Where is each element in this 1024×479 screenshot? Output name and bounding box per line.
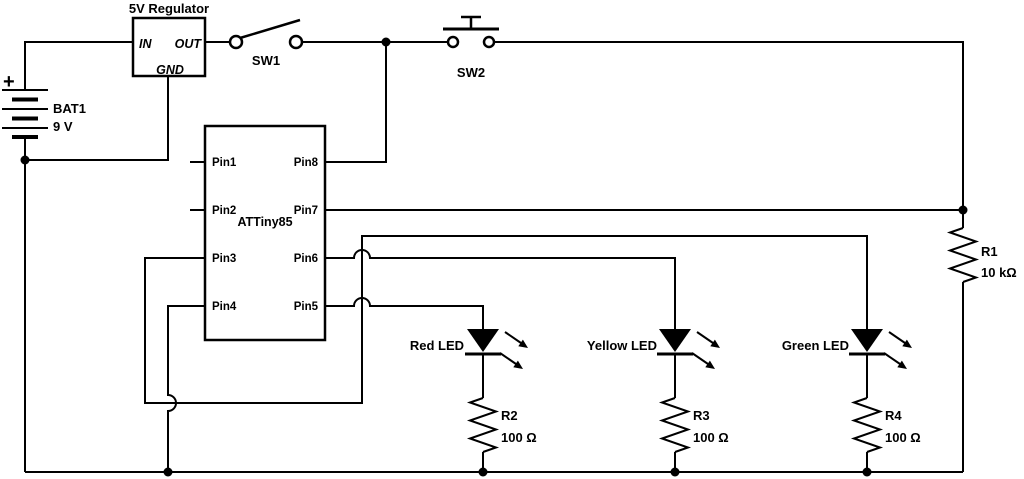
sw1-switch-symbol: SW1 — [228, 18, 304, 68]
battery-ref-label: BAT1 — [53, 101, 86, 116]
mcu-pin8-label: Pin8 — [294, 157, 319, 169]
mcu-pin4-label: Pin4 — [212, 301, 237, 313]
resistor-r1-ref-label: R1 — [981, 244, 998, 259]
junction-dot — [163, 467, 173, 477]
regulator-title: 5V Regulator — [129, 1, 209, 16]
sw1-terminal — [228, 34, 244, 50]
resistor-r4-value-label: 100 Ω — [885, 430, 921, 445]
junction-dot — [20, 155, 30, 165]
mcu-symbol: ATTiny85 Pin1 Pin2 Pin3 Pin4 Pin8 Pin7 P… — [203, 124, 327, 342]
led-yellow-label: Yellow LED — [587, 338, 657, 353]
resistor-r3-symbol: R3 100 Ω — [661, 397, 729, 453]
resistor-r2-ref-label: R2 — [501, 408, 518, 423]
junction-dot — [958, 205, 968, 215]
junction-dot — [381, 37, 391, 47]
mcu-box — [203, 124, 327, 342]
regulator-box — [131, 16, 207, 78]
led-red-label: Red LED — [410, 338, 464, 353]
junction-dot — [478, 467, 488, 477]
wire-pin5-to-red-led — [325, 297, 484, 329]
wire-pin4-to-ground — [167, 305, 205, 472]
mcu-pin5-label: Pin5 — [294, 301, 319, 313]
wire-regulator-gnd — [25, 76, 169, 161]
led-green-label: Green LED — [782, 338, 849, 353]
mcu-pin7-label: Pin7 — [294, 205, 318, 217]
wires — [24, 41, 964, 473]
sw2-ref-label: SW2 — [457, 65, 485, 80]
regulator-symbol: 5V Regulator IN OUT GND — [129, 1, 209, 78]
sw1-ref-label: SW1 — [252, 53, 280, 68]
wire-battery-to-regulator — [24, 41, 133, 90]
resistor-r3-ref-label: R3 — [693, 408, 710, 423]
wire-sw2-to-r1 — [494, 41, 964, 210]
battery-plus-sign: + — [3, 71, 15, 93]
led-yellow-symbol: Yellow LED — [587, 327, 722, 371]
sw2-terminal — [446, 35, 460, 49]
resistor-r1-value-label: 10 kΩ — [981, 265, 1017, 280]
junction-dot — [670, 467, 680, 477]
mcu-pin3-label: Pin3 — [212, 253, 236, 265]
resistor-r2-symbol: R2 100 Ω — [469, 397, 537, 453]
sw1-terminal — [288, 34, 304, 50]
mcu-pin2-label: Pin2 — [212, 205, 236, 217]
battery-symbol: + BAT1 9 V — [2, 71, 86, 139]
sw1-lever — [239, 18, 301, 40]
wire-pin8-to-5v — [325, 42, 387, 163]
sw2-terminal — [482, 35, 496, 49]
mcu-pin1-label: Pin1 — [212, 157, 237, 169]
mcu-pin6-label: Pin6 — [294, 253, 318, 265]
resistor-r4-symbol: R4 100 Ω — [853, 397, 921, 453]
resistor-r2-value-label: 100 Ω — [501, 430, 537, 445]
junction-dots — [20, 37, 968, 477]
wire-pin6-to-yellow-led — [325, 249, 676, 329]
mcu-ref-label: ATTiny85 — [237, 215, 292, 229]
wire-pin3-to-green-led — [144, 235, 868, 404]
led-green-symbol: Green LED — [782, 327, 914, 371]
led-red-symbol: Red LED — [410, 327, 530, 371]
battery-value-label: 9 V — [53, 119, 73, 134]
resistor-r4-ref-label: R4 — [885, 408, 902, 423]
regulator-pin-in-label: IN — [139, 37, 152, 51]
junction-dot — [862, 467, 872, 477]
regulator-pin-gnd-label: GND — [156, 63, 184, 77]
regulator-pin-out-label: OUT — [175, 37, 203, 51]
sw2-pushbutton-symbol: SW2 — [443, 15, 499, 80]
resistor-r3-value-label: 100 Ω — [693, 430, 729, 445]
resistor-r1-symbol: R1 10 kΩ — [949, 227, 1017, 283]
